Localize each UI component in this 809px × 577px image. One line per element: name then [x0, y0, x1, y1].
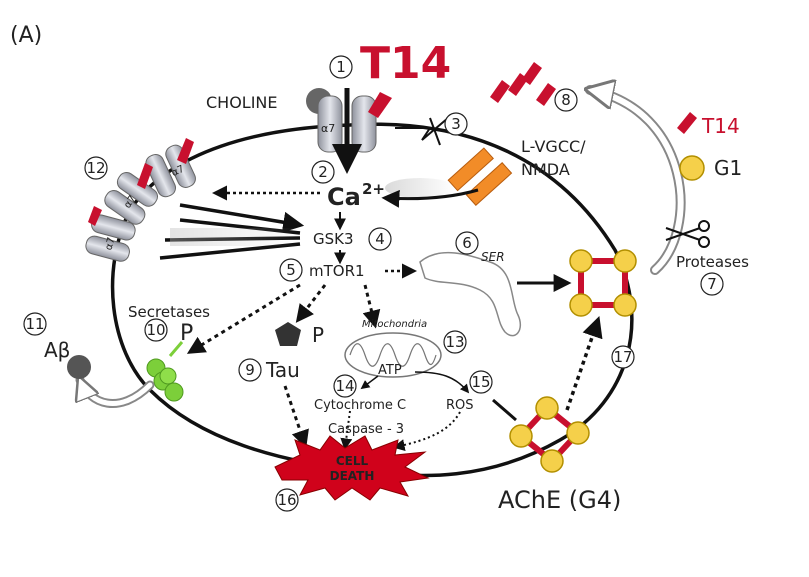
circled-number-9 [238, 358, 262, 382]
abeta-molecule [67, 355, 91, 379]
alpha7-receptor-cluster-left: α7 α7 α7 [85, 138, 196, 262]
circled-number-12 [84, 156, 108, 180]
circled-number-5 [279, 258, 303, 282]
tau-pentagon [275, 322, 301, 346]
choline-label: CHOLINE [206, 93, 278, 112]
g1-legend-label: G1 [714, 156, 742, 180]
cell-death-label-1: CELL [336, 454, 369, 468]
app-protein-green [146, 358, 184, 402]
title-t14: T14 [360, 38, 451, 89]
p-label-tau: P [312, 323, 324, 347]
number-9: 9 [245, 361, 255, 379]
g1-legend-circle [679, 155, 705, 181]
mitochondria-cristae [349, 343, 437, 367]
number-10: 10 [146, 321, 165, 339]
arrow-channel-to-ca [381, 188, 479, 208]
caspase-label: Caspase - 3 [328, 422, 404, 437]
arrow-g4-to-g1 [565, 316, 603, 411]
ros-label: ROS [446, 398, 474, 413]
svg-text:α7: α7 [321, 122, 335, 135]
number-11: 11 [25, 315, 44, 333]
alpha7-receptor-top: α7 [317, 95, 377, 153]
circled-number-10 [144, 318, 168, 342]
recycle-arrow-grey [585, 85, 686, 275]
ser-label: SER [481, 250, 505, 264]
arrow-mtor-to-mito [362, 284, 381, 329]
inhibition-slash [429, 117, 441, 146]
circled-number-15 [469, 370, 493, 394]
circled-number-2 [311, 160, 335, 184]
arrow-mtor-to-app [186, 283, 301, 354]
circled-number-6 [455, 231, 479, 255]
circled-number-11 [23, 312, 47, 336]
gsk3-label: GSK3 [313, 230, 354, 248]
t14-wedge-top [368, 92, 392, 118]
number-8: 8 [561, 91, 571, 109]
mtor1-label: mTOR1 [309, 262, 365, 280]
arrow-mtor-to-tau [295, 284, 327, 323]
circled-number-16 [275, 488, 299, 512]
abeta-label: Aβ [44, 338, 70, 362]
t14-legend-wedge [677, 112, 697, 134]
circled-number-4 [368, 227, 392, 251]
arrow-atp-to-ros [414, 371, 470, 394]
arrow-atp-to-cytc [360, 375, 379, 390]
circled-number-13 [443, 330, 467, 354]
mitochondria-label: Mitochondria [362, 319, 427, 330]
l-vgcc-nmda-channel [447, 147, 513, 206]
arrow-ros-to-death [392, 411, 461, 451]
tether-ache [492, 398, 517, 422]
number-1: 1 [336, 58, 346, 76]
number-5: 5 [286, 261, 296, 279]
number-16: 16 [277, 491, 296, 509]
circled-number-3 [444, 112, 468, 136]
ache-g4-tetramer [509, 396, 590, 473]
arrow-cytc-to-death [340, 410, 353, 451]
cytochrome-label: Cytochrome C [314, 398, 406, 413]
number-3: 3 [451, 115, 461, 133]
g1-tetramer-upper [569, 249, 637, 317]
number-15: 15 [471, 373, 490, 391]
circled-number-14 [333, 374, 357, 398]
ser-organelle [419, 251, 522, 337]
number-7: 7 [707, 275, 717, 293]
circled-number-1 [329, 55, 353, 79]
mitochondria-outer [344, 332, 442, 378]
t14-legend-label: T14 [701, 114, 740, 138]
circled-number-17 [611, 345, 635, 369]
cell-death-burst [274, 435, 430, 501]
ca-shadow [385, 178, 455, 198]
svg-text:α7: α7 [170, 164, 186, 179]
number-14: 14 [335, 377, 354, 395]
nmda-label: NMDA [521, 160, 570, 179]
number-13: 13 [445, 333, 464, 351]
phospho-link [168, 341, 184, 357]
atp-label: ATP [378, 363, 402, 378]
t14-fragments [490, 62, 556, 106]
number-12: 12 [86, 159, 105, 177]
ache-label: AChE (G4) [498, 486, 621, 514]
scissors-icon [665, 220, 710, 248]
circled-number-7 [700, 272, 724, 296]
secretases-label: Secretases [128, 303, 210, 321]
svg-text:α7: α7 [104, 236, 118, 251]
number-6: 6 [462, 234, 472, 252]
tau-label: Tau [265, 358, 300, 382]
number-4: 4 [375, 230, 385, 248]
lvgcc-label: L-VGCC/ [521, 137, 586, 156]
arrow-shadow [170, 228, 300, 246]
proteases-label: Proteases [676, 253, 749, 271]
ca-label: Ca [327, 183, 361, 211]
panel-label: (A) [10, 23, 42, 48]
cell-death-label-2: DEATH [330, 469, 375, 483]
number-2: 2 [318, 163, 328, 181]
number-17: 17 [613, 348, 632, 366]
arrow-tau-to-death [283, 385, 309, 449]
circled-number-8 [554, 88, 578, 112]
ca-superscript: 2+ [362, 180, 385, 198]
